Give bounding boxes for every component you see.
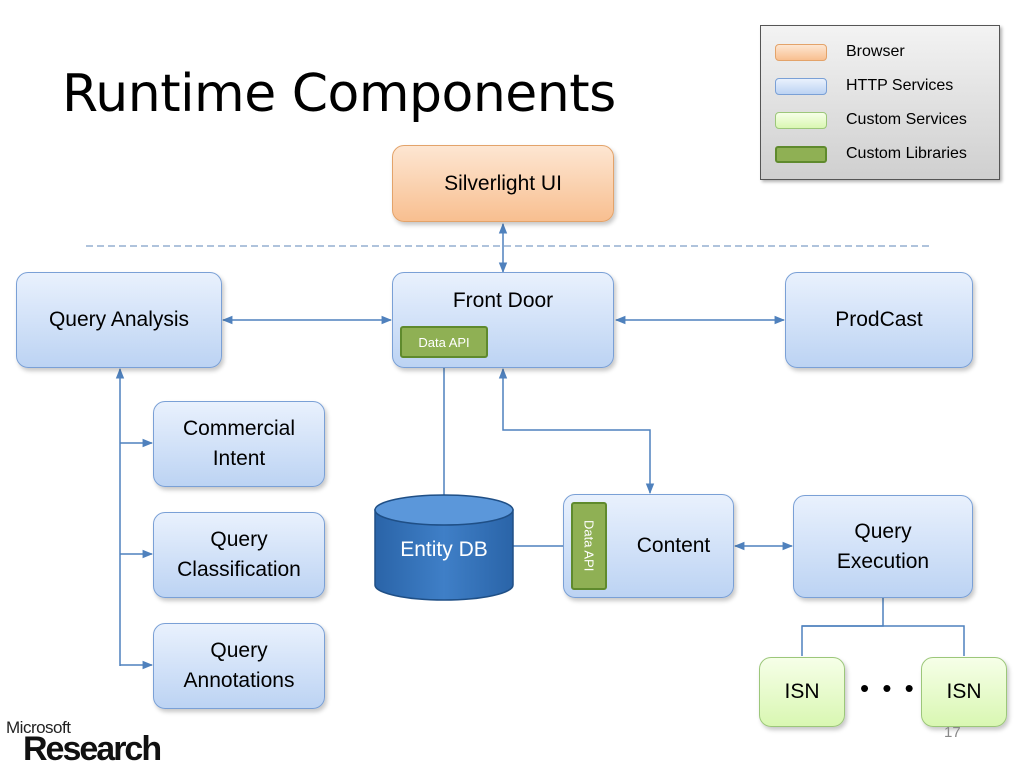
query-annotations-node: Query Annotations — [153, 623, 325, 709]
legend-label-http-services: HTTP Services — [846, 77, 954, 94]
legend-label-custom-services: Custom Services — [846, 111, 967, 128]
entity-db-cylinder — [374, 494, 514, 601]
legend-swatch-browser — [775, 43, 827, 61]
edge-queryexecution-isn-2 — [802, 625, 965, 656]
isn-node-1: ISN — [759, 657, 845, 727]
silverlight-ui-node: Silverlight UI — [392, 145, 614, 222]
legend: Browser HTTP Services Custom Services Cu… — [760, 25, 1000, 180]
prodcast-node: ProdCast — [785, 272, 973, 368]
front-door-data-api-lib: Data API — [400, 326, 488, 358]
commercial-intent-node: Commercial Intent — [153, 401, 325, 487]
slide-title: Runtime Components — [62, 64, 616, 124]
entity-db-label: Entity DB — [400, 538, 488, 561]
legend-swatch-custom-services — [775, 111, 827, 129]
edge-frontdoor-content — [498, 367, 655, 495]
query-execution-node: Query Execution — [793, 495, 973, 598]
isn-node-2: ISN — [921, 657, 1007, 727]
legend-label-browser: Browser — [846, 43, 905, 60]
content-data-api-label: Data API — [581, 520, 597, 572]
front-door-label: Front Door — [452, 289, 554, 312]
legend-item-browser: Browser — [775, 42, 905, 62]
legend-label-custom-libraries: Custom Libraries — [846, 145, 967, 162]
page-number: 17 — [944, 724, 961, 741]
content-label: Content — [636, 534, 711, 558]
legend-item-custom-services: Custom Services — [775, 110, 967, 130]
microsoft-research-logo: Microsoft Research — [6, 716, 191, 768]
query-analysis-node: Query Analysis — [16, 272, 222, 368]
edge-queryexecution-isn — [801, 598, 884, 656]
logo-line-2: Research — [23, 730, 162, 768]
legend-swatch-http-services — [775, 77, 827, 95]
legend-item-http-services: HTTP Services — [775, 76, 953, 96]
legend-item-custom-libraries: Custom Libraries — [775, 144, 967, 164]
content-data-api-lib: Data API — [571, 502, 607, 590]
logo-line-1: Microsoft — [6, 718, 71, 737]
query-classification-node: Query Classification — [153, 512, 325, 598]
legend-swatch-custom-libraries — [775, 145, 827, 163]
isn-ellipsis: • • • — [860, 673, 917, 703]
